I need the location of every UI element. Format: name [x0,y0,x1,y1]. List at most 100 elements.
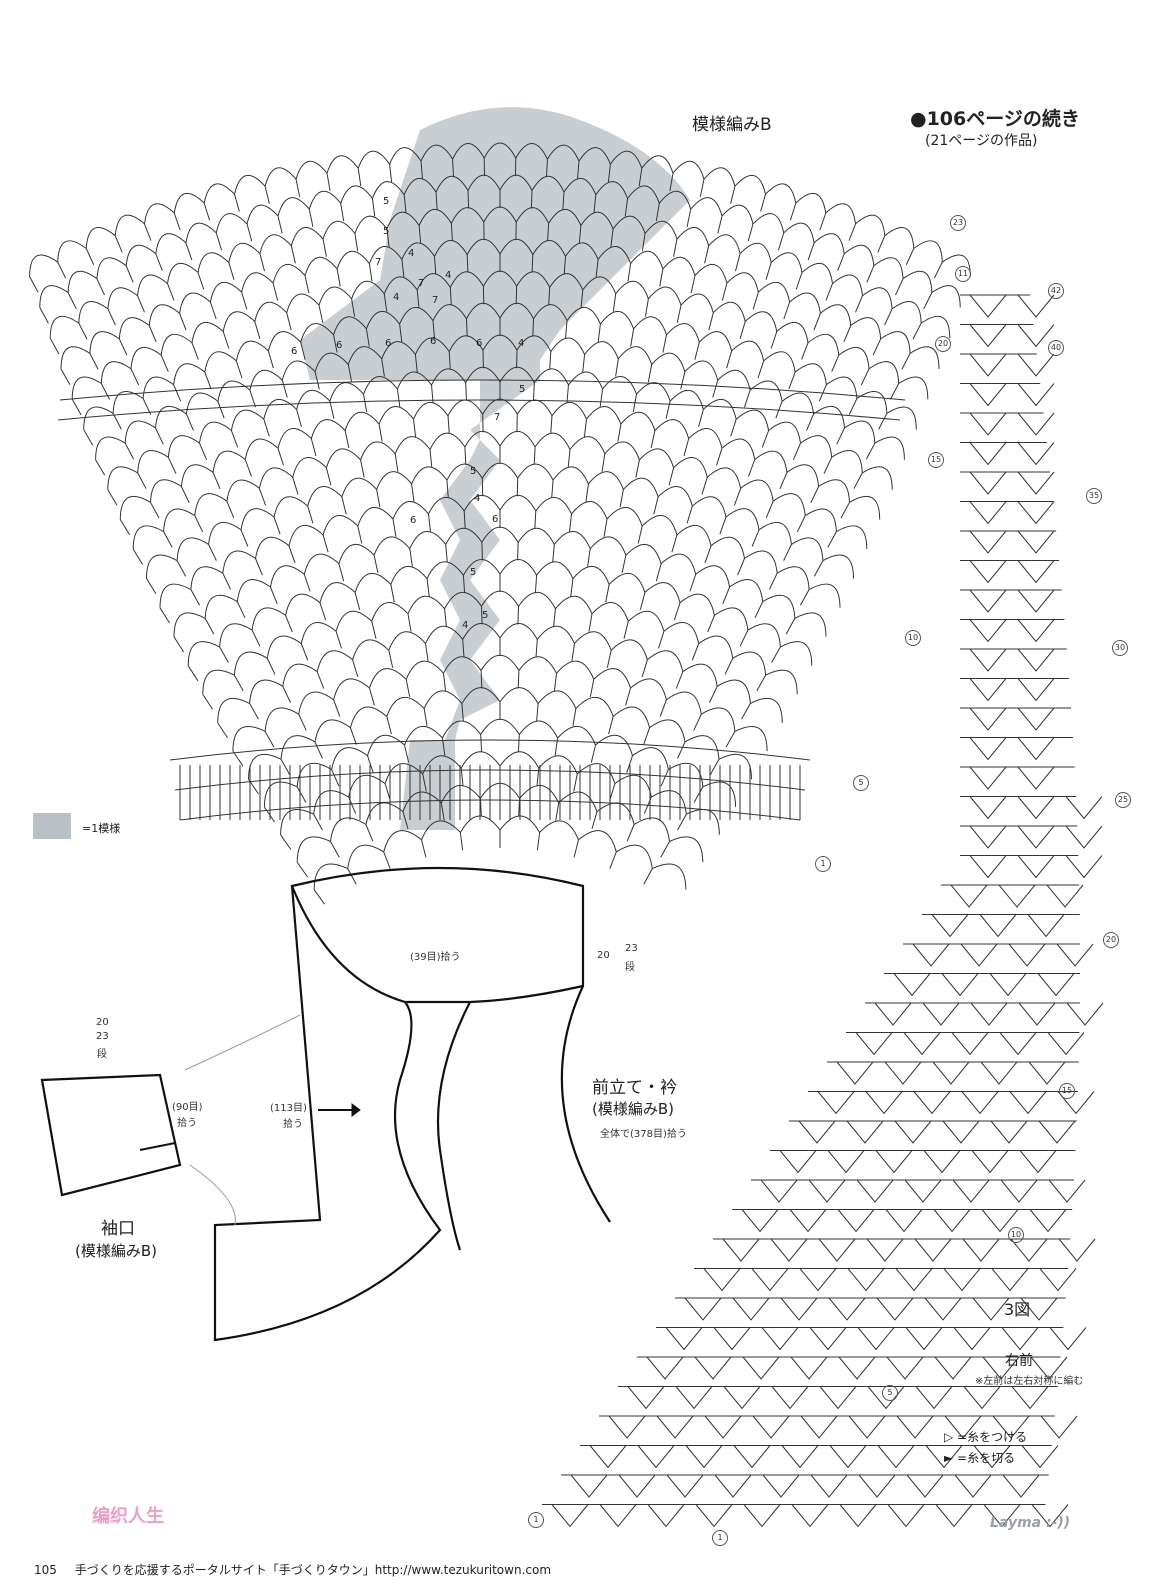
stitch-line [831,355,840,372]
scallop-arc [322,220,356,240]
fig3-fan [762,1474,800,1498]
stitch-line [659,699,667,717]
stitch-line [765,262,772,280]
fig3-start-marker: 11 [955,266,971,282]
stitch-line [96,278,105,296]
stitch-line [617,423,622,442]
scallop-arc [762,594,796,619]
stitch-line [310,438,317,457]
stitch-line [603,518,608,537]
scallop-arc [389,147,422,165]
stitch-line [694,342,700,360]
stitch-line [402,811,409,830]
fig3-fan [969,707,1007,731]
fig3-fan [922,1002,960,1026]
scallop-arc [462,623,501,640]
scallop-arc [414,337,450,355]
stitch-line [751,529,760,547]
scallop-arc [286,293,320,313]
scallop-arc [825,203,856,224]
fig3-fan [703,1268,741,1292]
scallop-arc [421,820,461,840]
stitch-line [447,415,450,434]
fig3-fan [1010,1238,1048,1262]
stitch-line [730,419,737,437]
scallop-arc [146,554,178,579]
stitch-line [203,202,211,221]
fig3-fan [1001,1327,1039,1351]
scallop-arc [535,496,572,515]
fig3-fan [1017,471,1055,495]
fig3-fan [1049,1327,1087,1351]
fig3-fan [992,1415,1030,1439]
fig3-fan [1017,353,1055,377]
cell-count: 5 [470,466,477,477]
stitch-line [481,542,483,561]
scallop-arc [684,735,720,760]
scallop-arc [680,293,714,313]
fig3-fan [781,1445,819,1469]
fig3-fan [857,1327,895,1351]
stitch-line [480,734,483,753]
stitch-line [422,773,427,792]
scallop-arc [155,405,187,429]
cell-count: 7 [494,412,501,423]
scallop-arc [597,246,632,264]
scallop-arc [679,593,715,616]
fig3-fan [1017,648,1055,672]
scallop-arc [721,438,756,460]
scallop-arc [726,272,759,293]
stitch-line [173,212,181,231]
stitch-line [236,601,246,619]
stitch-line [60,368,71,385]
stitch-line [434,256,437,275]
stitch-line [531,254,534,273]
stitch-line [85,248,95,266]
scallop-arc [277,428,312,449]
stitch-line [173,384,182,402]
stitch-line [331,769,340,787]
scallop-arc [60,346,91,369]
scallop-arc [627,185,660,204]
row-marker: 23 [950,215,966,231]
stitch-line [249,389,256,408]
scallop-arc [230,409,265,431]
scallop-arc [219,623,253,647]
scallop-arc [296,836,331,863]
scallop-arc [333,316,367,335]
scallop-arc [800,435,833,458]
fig3-fan [1009,1091,1047,1115]
stitch-line [626,824,635,842]
scallop-arc [691,496,727,518]
fig3-fan [732,1297,770,1321]
stitch-line [843,325,852,343]
scallop-arc [373,536,411,556]
fig3-fan [810,1474,848,1498]
fig3-fan [865,1091,903,1115]
stitch-line [272,283,279,301]
scallop-arc [651,790,687,815]
scallop-arc [57,240,87,263]
stitch-line [405,679,411,697]
scallop-arc [595,734,633,756]
stitch-line [389,164,393,183]
stitch-line [690,275,696,294]
fig3-fan [969,796,1007,820]
stitch-line [163,531,173,548]
stitch-line [725,731,736,748]
stitch-line [435,192,438,211]
stitch-line [701,477,708,495]
scallop-arc [729,579,764,602]
scallop-arc [669,836,704,863]
scallop-arc [630,250,664,270]
stitch-line [689,574,697,592]
stitch-line [329,400,335,419]
stitch-line [407,613,412,632]
scallop-arc [344,411,380,431]
cuff-shape [40,1073,182,1197]
fig3-row-marker: 35 [1086,488,1102,504]
scallop-arc [499,751,540,769]
scallop-arc [232,726,266,752]
stitch-line [627,263,632,282]
stitch-line [660,841,670,858]
